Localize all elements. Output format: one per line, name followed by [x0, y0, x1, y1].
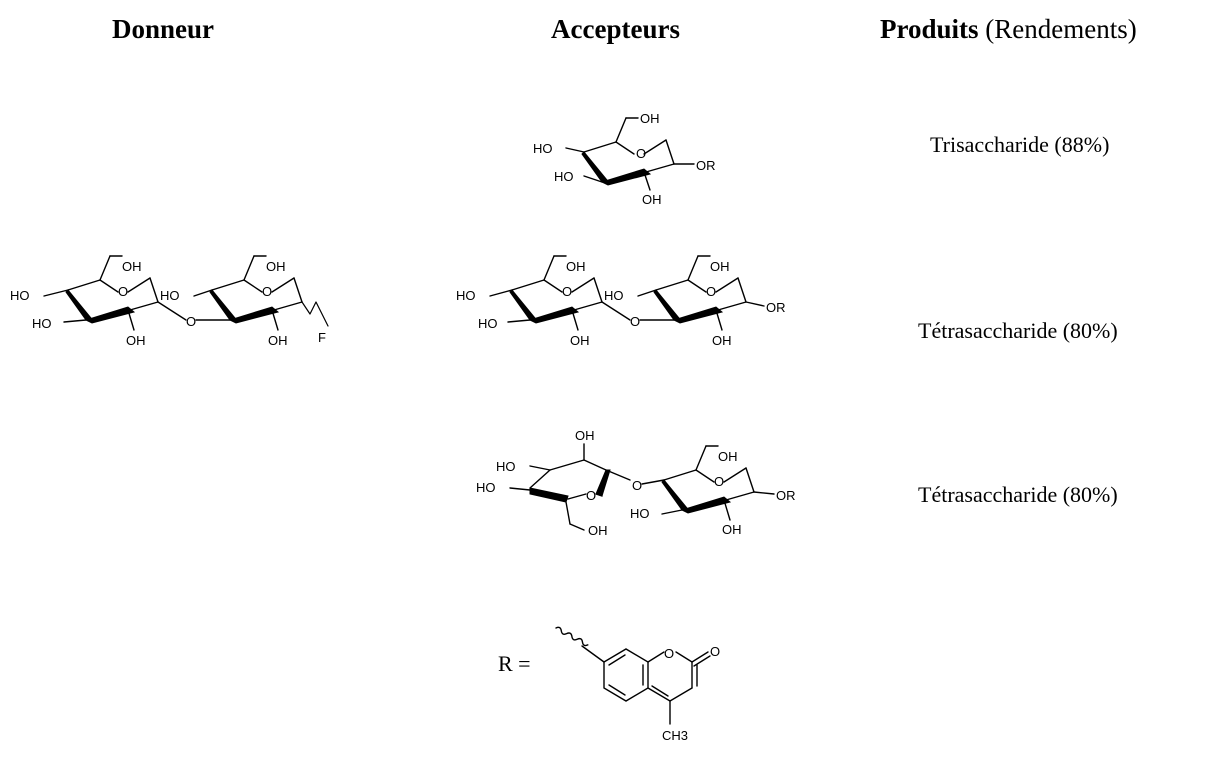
atom-oh: OH [122, 259, 142, 274]
atom-o: O [586, 488, 596, 503]
atom-ho: HO [160, 288, 180, 303]
atom-or: OR [696, 158, 716, 173]
atom-ho: HO [478, 316, 498, 331]
atom-ho: HO [630, 506, 650, 521]
atom-oh: OH [718, 449, 738, 464]
atom-oh: OH [266, 259, 286, 274]
atom-ho: HO [32, 316, 52, 331]
header-acceptors: Accepteurs [551, 14, 680, 44]
atom-oh: OH [642, 192, 662, 207]
atom-oh: OH [575, 428, 595, 443]
acceptor-1-structure: OH HO HO O OH OR [533, 111, 716, 207]
atom-o: O [562, 284, 572, 299]
atom-o: O [714, 474, 724, 489]
atom-ho: HO [10, 288, 30, 303]
acceptor-2-structure: OH HO HO O OH O HO OH O OH OR [456, 255, 786, 348]
atom-o: O [636, 146, 646, 161]
atom-ho: HO [496, 459, 516, 474]
donor-structure: OH HO HO O OH O HO OH O OH F [10, 255, 329, 348]
atom-oh: OH [710, 259, 730, 274]
product-yield-3: Tétrasaccharide (80%) [918, 482, 1118, 507]
atom-o: O [632, 478, 642, 493]
atom-oh: OH [566, 259, 586, 274]
atom-ho: HO [604, 288, 624, 303]
atom-ho: HO [554, 169, 574, 184]
atom-o: O [118, 284, 128, 299]
atom-oh: OH [268, 333, 288, 348]
atom-o: O [630, 314, 640, 329]
atom-oh: OH [126, 333, 146, 348]
r-group-coumarin-structure: O O CH3 [555, 626, 720, 743]
atom-or: OR [766, 300, 786, 315]
atom-o: O [664, 646, 674, 661]
atom-o: O [710, 644, 720, 659]
acceptor-3-structure: OH HO HO O OH O OH O HO OH OR [476, 428, 796, 538]
atom-oh: OH [588, 523, 608, 538]
product-yield-1: Trisaccharide (88%) [930, 132, 1110, 157]
atom-oh: OH [712, 333, 732, 348]
header-products: Produits (Rendements) [880, 14, 1137, 44]
atom-or: OR [776, 488, 796, 503]
atom-oh: OH [722, 522, 742, 537]
atom-o: O [262, 284, 272, 299]
atom-o: O [186, 314, 196, 329]
methyl-group: CH3 [662, 728, 688, 743]
product-yield-2: Tétrasaccharide (80%) [918, 318, 1118, 343]
atom-oh: OH [570, 333, 590, 348]
header-donor: Donneur [112, 14, 215, 44]
atom-ho: HO [476, 480, 496, 495]
atom-f: F [318, 330, 326, 345]
atom-oh: OH [640, 111, 660, 126]
r-group-label: R = [498, 651, 531, 676]
atom-ho: HO [533, 141, 553, 156]
atom-o: O [706, 284, 716, 299]
atom-ho: HO [456, 288, 476, 303]
